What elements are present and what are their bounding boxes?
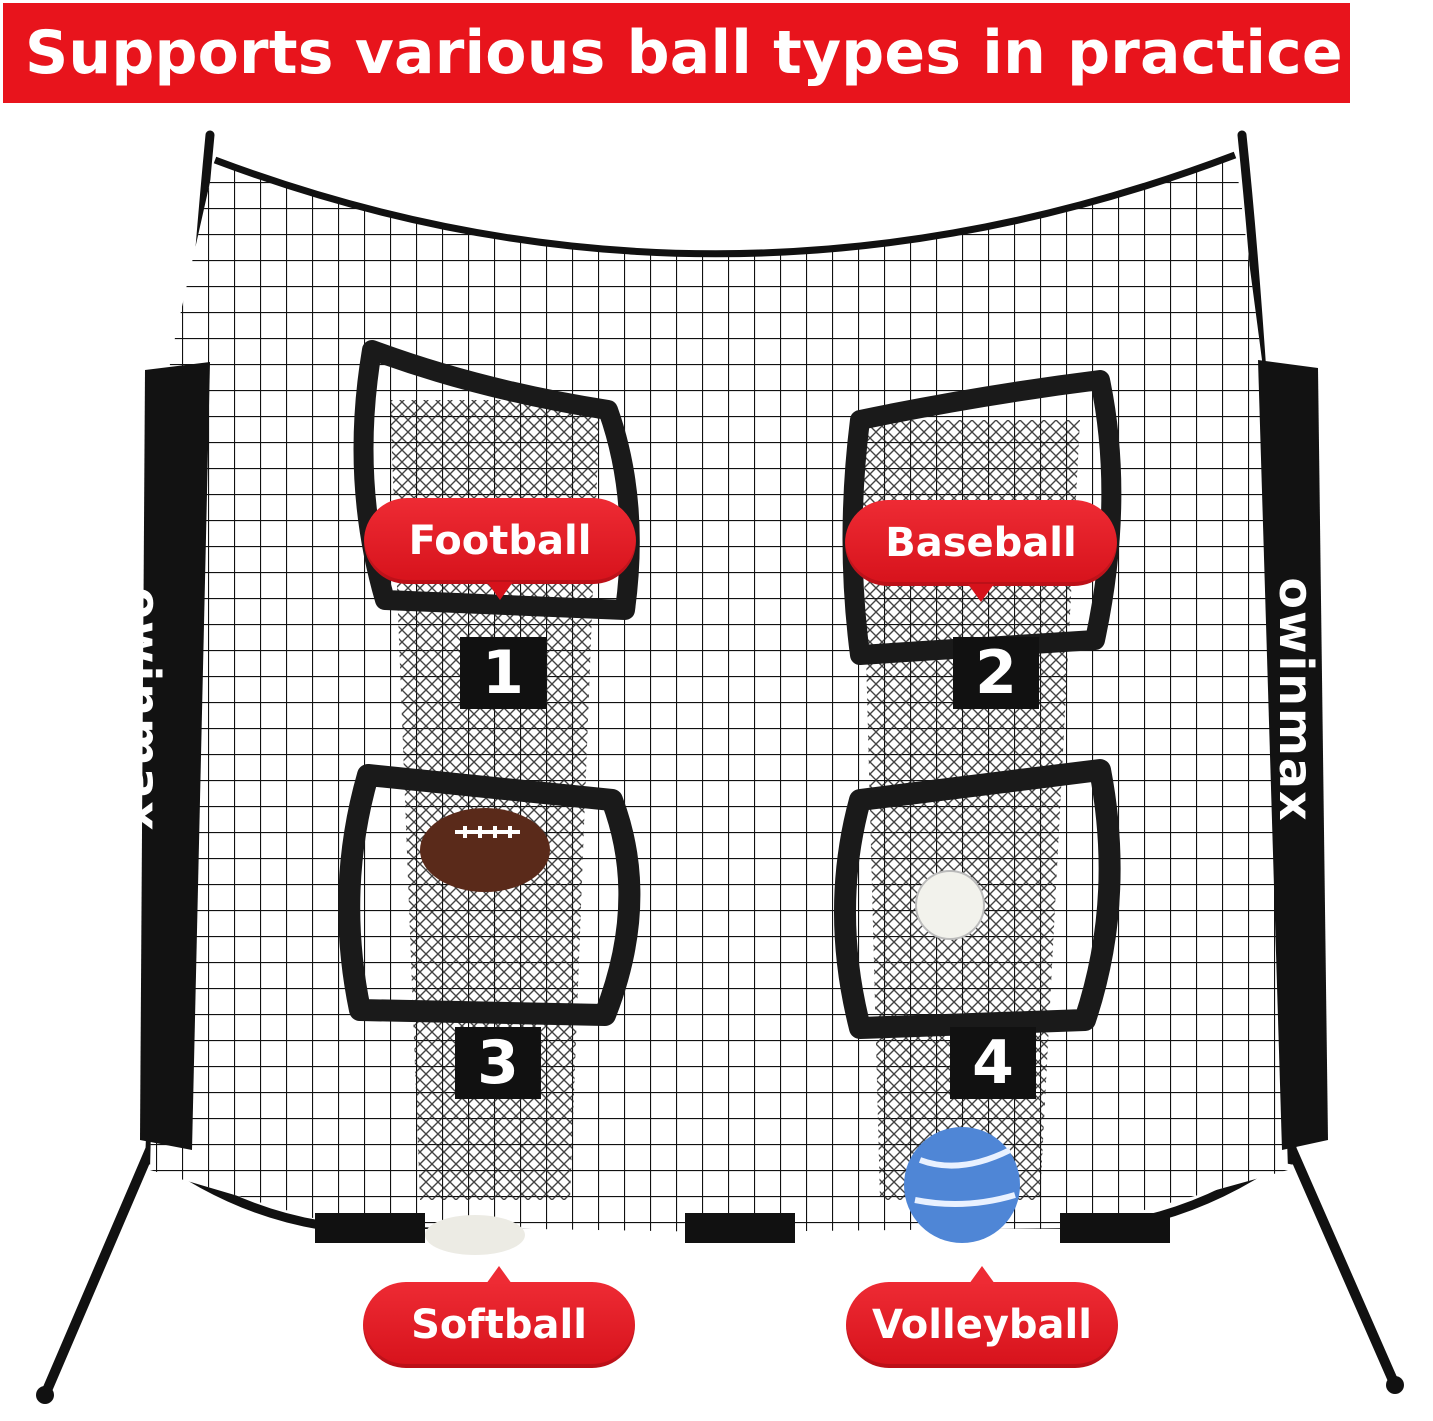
left-sleeve — [140, 362, 210, 1150]
brand-name: owinmax — [116, 587, 170, 833]
softball-ball — [425, 1215, 525, 1255]
net-mesh — [150, 155, 1288, 1232]
label-football: Football — [364, 498, 636, 600]
volleyball-panels — [914, 1147, 1016, 1207]
label-football-text: Football — [408, 518, 592, 564]
right-sleeve — [1258, 360, 1328, 1150]
label-baseball: Baseball — [845, 500, 1117, 602]
brand-name: owinmax — [1269, 577, 1323, 823]
left-foot — [36, 1386, 54, 1404]
bottom-sleeve-right — [1060, 1213, 1170, 1243]
label-softball: Softball — [363, 1266, 635, 1368]
headline-text: Supports various ball types in practice … — [25, 18, 1350, 88]
brand-logo-left: owinmax — [116, 587, 170, 832]
football-laces — [455, 826, 520, 838]
label-volleyball-text: Volleyball — [872, 1302, 1092, 1348]
brand-logo-right: owinmax — [1269, 577, 1323, 822]
label-softball-text: Softball — [411, 1302, 587, 1348]
target-number-3: 3 — [455, 1027, 541, 1099]
bottom-sleeve-center — [685, 1213, 795, 1243]
headline-banner: Supports various ball types in practice … — [3, 3, 1350, 103]
bottom-sleeve-left — [315, 1213, 425, 1243]
label-baseball-text: Baseball — [885, 520, 1077, 566]
label-pointer — [487, 582, 513, 600]
label-pointer — [969, 1266, 995, 1284]
target-number-1: 1 — [460, 637, 546, 709]
label-pointer — [486, 1266, 512, 1284]
target-number-4: 4 — [950, 1027, 1036, 1099]
football-ball — [420, 808, 550, 892]
label-volleyball: Volleyball — [846, 1266, 1118, 1368]
volleyball-ball — [904, 1127, 1020, 1243]
label-pointer — [968, 584, 994, 602]
right-foot — [1386, 1376, 1404, 1394]
target-number-2: 2 — [953, 637, 1039, 709]
baseball-ball — [915, 870, 985, 940]
